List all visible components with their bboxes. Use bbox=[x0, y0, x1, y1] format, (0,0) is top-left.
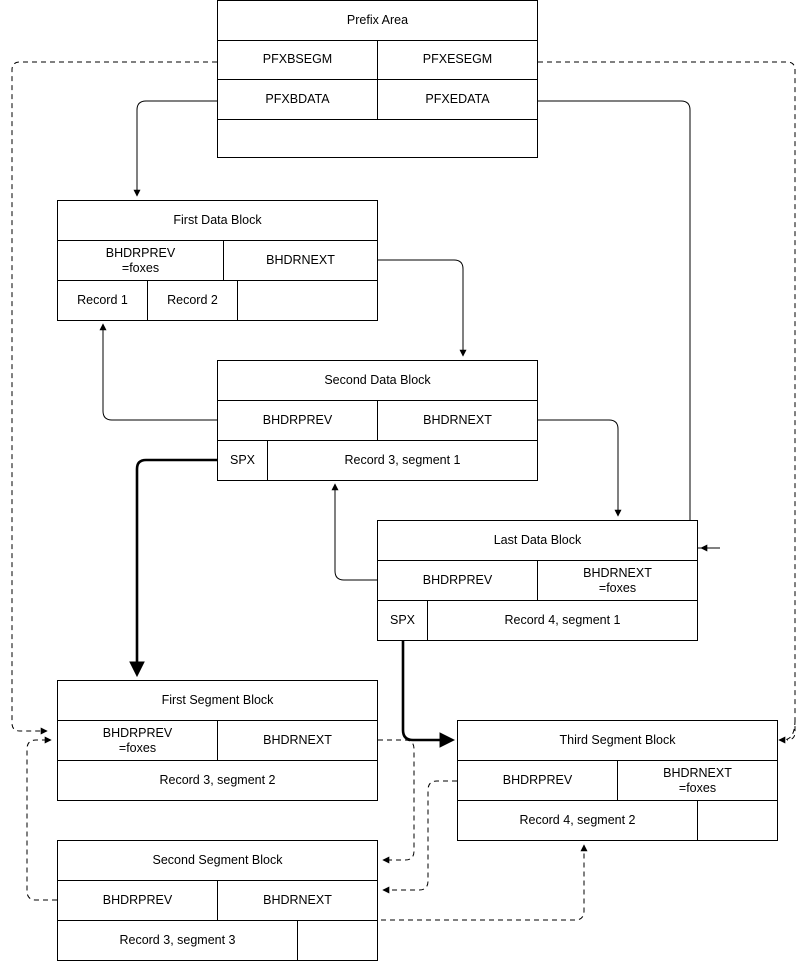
header-pointer-row: BHDRPREV =foxes BHDRNEXT bbox=[58, 721, 377, 761]
connector-pfxedata-to-last-data-block bbox=[538, 100, 702, 549]
second-segment-block-title: Second Segment Block bbox=[152, 853, 283, 868]
prefix-data-row: PFXBDATA PFXEDATA bbox=[218, 80, 537, 120]
record-row: SPX Record 4, segment 1 bbox=[378, 601, 697, 640]
record-row: Record 3, segment 2 bbox=[58, 761, 377, 800]
header-pointer-row: BHDRPREV BHDRNEXT =foxes bbox=[378, 561, 697, 601]
field-record-1[interactable]: Record 1 bbox=[58, 281, 148, 320]
connector-last-data-spx-to-third-segment-block bbox=[401, 641, 456, 748]
connector-second-segment-prev-to-first-segment-block bbox=[26, 736, 57, 901]
field-record-3-segment-1[interactable]: Record 3, segment 1 bbox=[344, 453, 461, 468]
field-record-free bbox=[298, 921, 377, 960]
field-bhdrnext[interactable]: BHDRNEXT bbox=[263, 733, 332, 748]
field-record-4-segment-2[interactable]: Record 4, segment 2 bbox=[458, 801, 698, 840]
field-bhdrprev[interactable]: BHDRPREV bbox=[458, 761, 618, 800]
connector-second-data-prev-to-first-data-block bbox=[99, 323, 217, 421]
block-title-row: Second Segment Block bbox=[58, 841, 377, 881]
block-title-row: Prefix Area bbox=[218, 1, 537, 41]
field-record-3-segment-3[interactable]: Record 3, segment 3 bbox=[58, 921, 298, 960]
connector-pfxbdata-to-first-data-block bbox=[133, 100, 217, 197]
header-pointer-row: BHDRPREV BHDRNEXT bbox=[58, 881, 377, 921]
connector-second-data-next-to-last-data-block bbox=[538, 419, 622, 517]
block-title-row: Second Data Block bbox=[218, 361, 537, 401]
field-spx[interactable]: SPX bbox=[378, 601, 428, 640]
connector-pfxesegm-tail bbox=[778, 719, 796, 744]
field-bhdrnext[interactable]: BHDRNEXT bbox=[423, 413, 492, 428]
last-data-block-title: Last Data Block bbox=[493, 533, 582, 548]
field-prefix-empty bbox=[218, 120, 537, 158]
block-title-row: First Data Block bbox=[58, 201, 377, 241]
connector-first-segment-next-to-second-segment-block bbox=[378, 739, 415, 864]
field-bhdrnext[interactable]: BHDRNEXT bbox=[263, 893, 332, 908]
block-second-segment-block[interactable]: Second Segment Block BHDRPREV BHDRNEXT R… bbox=[57, 840, 378, 961]
field-bhdrprev[interactable]: BHDRPREV bbox=[218, 401, 378, 440]
record-row: Record 4, segment 2 bbox=[458, 801, 777, 840]
first-data-block-title: First Data Block bbox=[173, 213, 262, 228]
record-row: Record 3, segment 3 bbox=[58, 921, 377, 960]
field-pfxbdata[interactable]: PFXBDATA bbox=[218, 80, 378, 119]
field-record-free bbox=[698, 801, 777, 840]
record-row: Record 1 Record 2 bbox=[58, 281, 377, 320]
block-last-data-block[interactable]: Last Data Block BHDRPREV BHDRNEXT =foxes… bbox=[377, 520, 698, 641]
field-bhdrprev[interactable]: BHDRPREV =foxes bbox=[58, 721, 218, 760]
field-bhdrprev[interactable]: BHDRPREV bbox=[58, 881, 218, 920]
block-prefix-area[interactable]: Prefix Area PFXBSEGM PFXESEGM PFXBDATA P… bbox=[217, 0, 538, 158]
third-segment-block-title: Third Segment Block bbox=[559, 733, 676, 748]
field-bhdrnext[interactable]: BHDRNEXT =foxes bbox=[663, 765, 732, 795]
header-pointer-row: BHDRPREV BHDRNEXT bbox=[218, 401, 537, 441]
field-bhdrnext[interactable]: BHDRNEXT bbox=[266, 253, 335, 268]
field-record-2[interactable]: Record 2 bbox=[148, 281, 238, 320]
connector-last-data-prev-to-second-data-block bbox=[331, 483, 378, 581]
field-record-free bbox=[238, 281, 377, 320]
block-first-data-block[interactable]: First Data Block BHDRPREV =foxes BHDRNEX… bbox=[57, 200, 378, 321]
first-segment-block-title: First Segment Block bbox=[161, 693, 274, 708]
connector-second-data-spx-to-first-segment-block bbox=[129, 458, 217, 678]
field-bhdrnext[interactable]: BHDRNEXT =foxes bbox=[583, 565, 652, 595]
connector-pfxbsegm-to-first-segment-block bbox=[11, 61, 217, 735]
prefix-segm-row: PFXBSEGM PFXESEGM bbox=[218, 40, 537, 80]
field-bhdrprev[interactable]: BHDRPREV =foxes bbox=[58, 241, 224, 280]
field-bhdrprev[interactable]: BHDRPREV bbox=[378, 561, 538, 600]
prefix-empty-row bbox=[218, 120, 537, 158]
field-record-3-segment-2[interactable]: Record 3, segment 2 bbox=[159, 773, 276, 788]
field-record-4-segment-1[interactable]: Record 4, segment 1 bbox=[504, 613, 621, 628]
header-pointer-row: BHDRPREV BHDRNEXT =foxes bbox=[458, 761, 777, 801]
field-spx[interactable]: SPX bbox=[218, 441, 268, 480]
connector-first-data-next-to-second-data-block bbox=[378, 259, 467, 357]
field-pfxesegm[interactable]: PFXESEGM bbox=[422, 52, 493, 67]
prefix-area-title: Prefix Area bbox=[346, 12, 409, 27]
field-pfxbsegm[interactable]: PFXBSEGM bbox=[218, 40, 378, 79]
block-third-segment-block[interactable]: Third Segment Block BHDRPREV BHDRNEXT =f… bbox=[457, 720, 778, 841]
record-row: SPX Record 3, segment 1 bbox=[218, 441, 537, 480]
block-title-row: Last Data Block bbox=[378, 521, 697, 561]
block-title-row: Third Segment Block bbox=[458, 721, 777, 761]
block-first-segment-block[interactable]: First Segment Block BHDRPREV =foxes BHDR… bbox=[57, 680, 378, 801]
header-pointer-row: BHDRPREV =foxes BHDRNEXT bbox=[58, 241, 377, 281]
field-pfxedata[interactable]: PFXEDATA bbox=[425, 91, 490, 106]
connector-third-segment-prev-to-second-segment-block bbox=[382, 780, 457, 894]
second-data-block-title: Second Data Block bbox=[324, 373, 431, 388]
block-title-row: First Segment Block bbox=[58, 681, 377, 721]
block-second-data-block[interactable]: Second Data Block BHDRPREV BHDRNEXT SPX … bbox=[217, 360, 538, 481]
